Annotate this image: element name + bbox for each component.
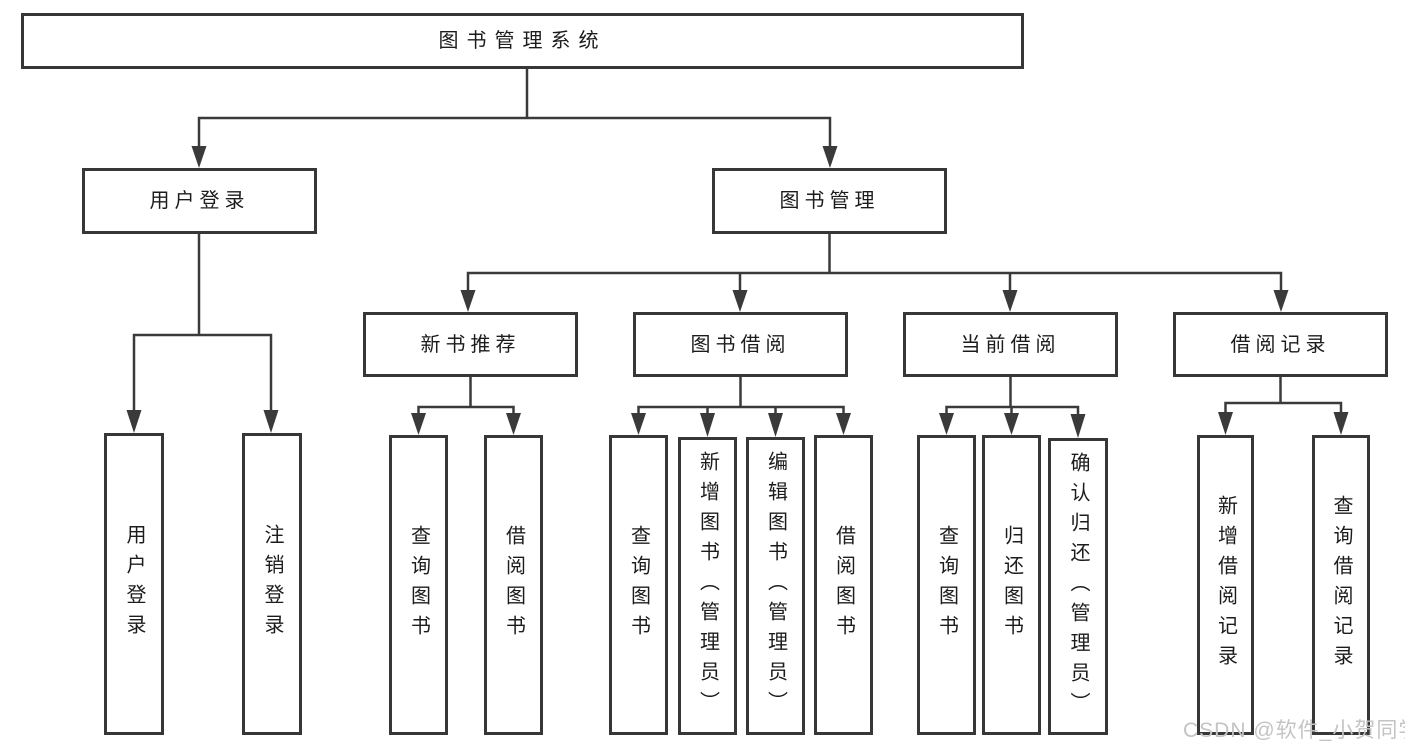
connector-current-borrow [939, 375, 1086, 438]
arrowhead-down-icon [1218, 412, 1233, 435]
node-label: 图书借阅 [690, 333, 791, 356]
arrowhead-down-icon [822, 146, 838, 168]
leaf-add-borrow-record: 新增借阅记录 [1197, 435, 1254, 735]
leaf-user-login: 用户登录 [104, 433, 164, 735]
node-label: 确认归还（管理员） [1067, 451, 1089, 722]
leaf-edit-books-admin: 编辑图书（管理员） [746, 437, 805, 735]
node-label: 查询图书 [407, 525, 430, 645]
node-label: 图书管理系统 [438, 30, 607, 52]
arrowhead-down-icon [768, 413, 783, 437]
arrowhead-down-icon [939, 413, 954, 435]
leaf-query-books: 查询图书 [389, 435, 448, 735]
leaf-query-books: 查询图书 [609, 435, 668, 735]
arrowhead-down-icon [1004, 413, 1019, 435]
node-book-borrowing: 图书借阅 [633, 312, 848, 377]
node-label: 注销登录 [261, 524, 283, 644]
arrowhead-down-icon [263, 410, 279, 433]
connector-book-borrow [631, 375, 851, 437]
arrowhead-down-icon [126, 410, 142, 433]
node-label: 归还图书 [1000, 525, 1023, 645]
connector-book-mgmt [460, 232, 1289, 312]
node-root: 图书管理系统 [21, 13, 1024, 69]
node-label: 借阅记录 [1230, 333, 1331, 356]
arrowhead-down-icon [1070, 414, 1086, 438]
leaf-query-borrow-record: 查询借阅记录 [1312, 435, 1370, 735]
node-label: 借阅图书 [832, 525, 855, 645]
connector-new-books [411, 375, 521, 435]
node-label: 新增借阅记录 [1214, 495, 1237, 675]
connector-borrow-records [1218, 375, 1349, 435]
arrowhead-down-icon [1333, 412, 1349, 435]
node-label: 图书管理 [779, 190, 880, 212]
node-label: 用户登录 [149, 190, 250, 212]
node-label: 当前借阅 [960, 333, 1061, 356]
node-label: 编辑图书（管理员） [764, 451, 787, 721]
arrowhead-down-icon [732, 290, 748, 312]
csdn-watermark: CSDN @软件_小贺同学 [1183, 719, 1405, 742]
arrowhead-down-icon [191, 146, 207, 168]
arrowhead-down-icon [506, 413, 521, 435]
node-book-mgmt: 图书管理 [712, 168, 947, 234]
connector-user-login [126, 232, 279, 433]
leaf-logout: 注销登录 [242, 433, 302, 735]
node-label: 新增图书（管理员） [696, 451, 719, 721]
leaf-confirm-return-admin: 确认归还（管理员） [1048, 438, 1108, 735]
arrowhead-down-icon [631, 413, 646, 435]
arrowhead-down-icon [700, 413, 715, 437]
node-user-login: 用户登录 [82, 168, 317, 234]
node-label: 用户登录 [123, 524, 145, 644]
node-new-book-recommend: 新书推荐 [363, 312, 578, 377]
node-label: 查询借阅记录 [1330, 495, 1352, 675]
leaf-add-books-admin: 新增图书（管理员） [678, 437, 737, 735]
arrowhead-down-icon [836, 413, 851, 435]
node-label: 借阅图书 [502, 525, 525, 645]
arrowhead-down-icon [1273, 290, 1289, 312]
leaf-borrow-books: 借阅图书 [814, 435, 873, 735]
node-borrowing-records: 借阅记录 [1173, 312, 1388, 377]
arrowhead-down-icon [1002, 290, 1018, 312]
leaf-return-books: 归还图书 [982, 435, 1041, 735]
arrowhead-down-icon [460, 290, 476, 312]
node-label: 查询图书 [935, 525, 958, 645]
leaf-query-books: 查询图书 [917, 435, 976, 735]
node-label: 新书推荐 [420, 333, 521, 356]
node-label: 查询图书 [627, 525, 650, 645]
arrowhead-down-icon [411, 413, 426, 435]
leaf-borrow-books: 借阅图书 [484, 435, 543, 735]
node-current-borrowing: 当前借阅 [903, 312, 1118, 377]
connector-root [191, 67, 838, 168]
